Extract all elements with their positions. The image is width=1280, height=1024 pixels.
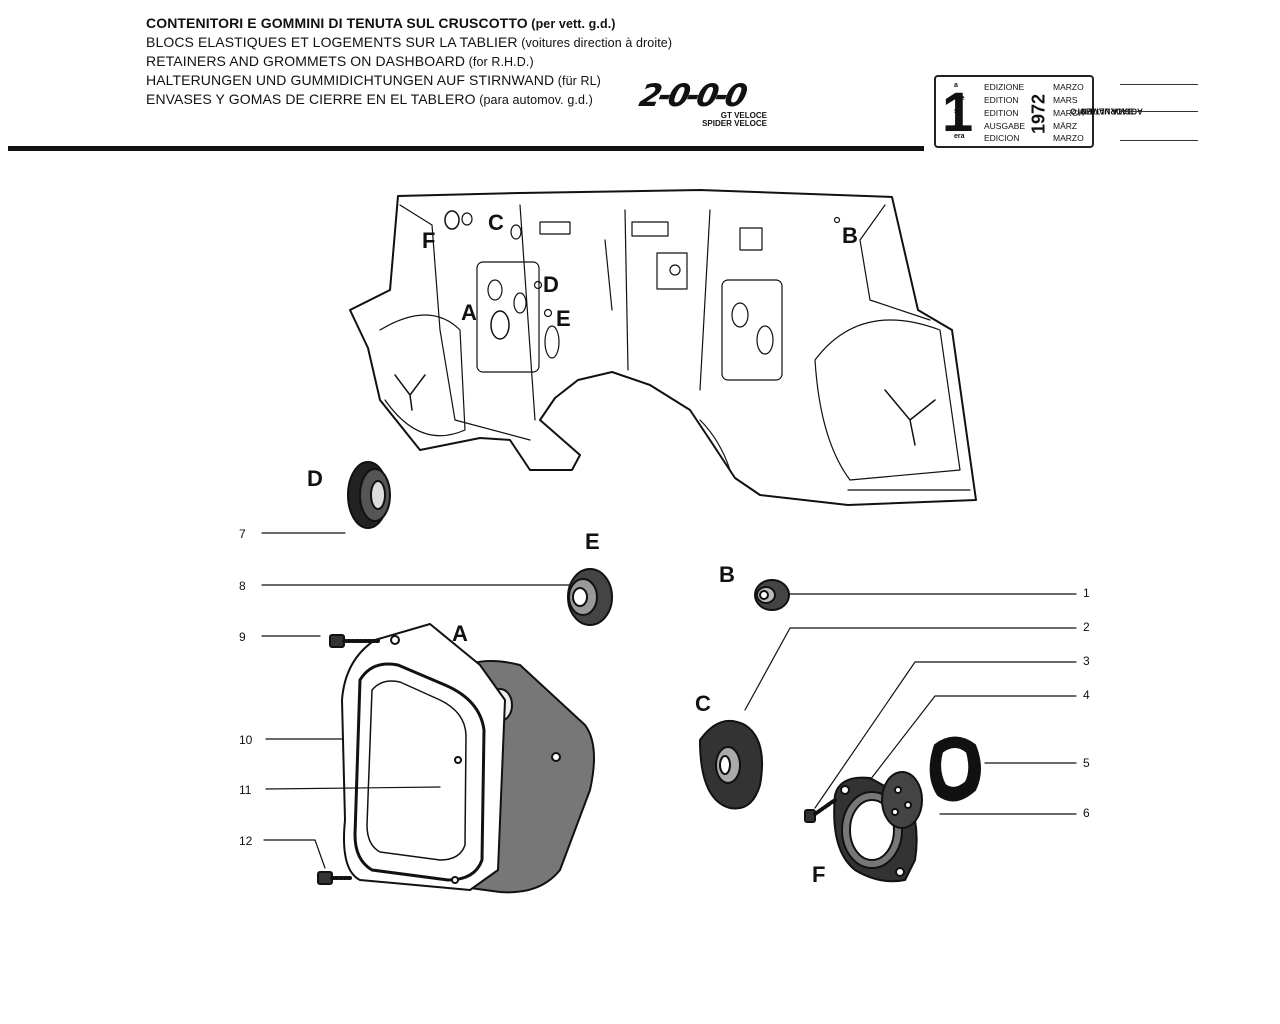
dashboard-inner-edge — [859, 204, 931, 321]
part-number-6: 6 — [1083, 806, 1090, 820]
edition-word: EDITION — [984, 108, 1019, 118]
edition-suffix: ere — [954, 95, 965, 102]
edition-suffix: st — [954, 108, 961, 115]
callout-A-part: A — [452, 621, 468, 646]
edition-word: EDICION — [984, 133, 1020, 143]
callout-D-part: D — [307, 466, 323, 491]
dashboard-fold — [699, 209, 711, 391]
title-line-fr: BLOCS ELASTIQUES ET LOGEMENTS SUR LA TAB… — [146, 34, 673, 50]
panel-slot — [631, 221, 669, 237]
edition-suffix: era — [954, 133, 965, 140]
dashboard-panel — [349, 189, 977, 506]
dashboard-fold — [519, 204, 536, 421]
edition-number: 1 — [942, 80, 974, 143]
update-line — [1120, 140, 1198, 141]
left-footwell — [379, 314, 466, 437]
callout-F-panel: F — [422, 228, 435, 253]
y-mark-left — [394, 374, 426, 411]
callout-A-panel: A — [461, 300, 477, 325]
title-line-de: HALTERUNGEN UND GUMMIDICHTUNGEN AUF STIR… — [146, 72, 601, 88]
update-line — [1120, 111, 1198, 112]
leader-lines — [261, 532, 1077, 869]
callout-C-panel: C — [488, 210, 504, 235]
update-line — [1120, 84, 1198, 85]
part-number-3: 3 — [1083, 654, 1090, 668]
right-footwell — [814, 319, 961, 481]
recess-hole-D2 — [543, 308, 553, 318]
recess-hole — [487, 279, 503, 301]
part-number-12: 12 — [239, 834, 253, 848]
housing-A — [341, 623, 595, 894]
logo-sub-gt: GT VELOCE — [720, 111, 767, 120]
logo-sub-spider: SPIDER VELOCE — [702, 119, 767, 128]
callout-C-part: C — [695, 691, 711, 716]
screw-9 — [329, 634, 380, 648]
title-line-en: RETAINERS AND GROMMETS ON DASHBOARD (for… — [146, 53, 534, 69]
model-logo: 2-0-0-0 GT VELOCE SPIDER VELOCE — [636, 78, 775, 128]
panel-slot — [739, 227, 763, 251]
edition-month: MARCH — [1053, 108, 1085, 118]
grommet-B — [754, 579, 790, 611]
part-number-4: 4 — [1083, 688, 1090, 702]
panel-box-hole — [669, 264, 681, 276]
edition-word: EDITION — [984, 95, 1019, 105]
dashboard-fold — [624, 209, 629, 371]
part-number-2: 2 — [1083, 620, 1090, 634]
part-number-5: 5 — [1083, 756, 1090, 770]
edition-month: MARS — [1053, 95, 1078, 105]
grommet-C — [699, 720, 764, 810]
recess-hole-D — [533, 280, 543, 290]
callout-E-part: E — [585, 529, 600, 554]
hole-B — [833, 216, 841, 224]
recess-hole-E — [544, 325, 560, 359]
callout-B-part: B — [719, 562, 735, 587]
recess-hole — [756, 325, 774, 355]
edition-box: 1 a ere st . era EDIZIONE EDITION EDITIO… — [934, 75, 1094, 148]
grommet-E — [567, 568, 613, 626]
header-rule — [8, 146, 924, 151]
callout-D-panel: D — [543, 272, 559, 297]
title-block: CONTENITORI E GOMMINI DI TENUTA SUL CRUS… — [146, 14, 746, 109]
edition-month: MARZO — [1053, 82, 1084, 92]
callout-B-panel: B — [842, 223, 858, 248]
recess-hole — [513, 292, 527, 314]
edition-month: MARZO — [1053, 133, 1084, 143]
screw-12 — [317, 871, 354, 885]
callout-E-panel: E — [556, 306, 571, 331]
part-number-11: 11 — [239, 783, 252, 797]
part-number-8: 8 — [239, 579, 246, 593]
hole-F2 — [461, 212, 473, 226]
title-line-es: ENVASES Y GOMAS DE CIERRE EN EL TABLERO … — [146, 91, 593, 107]
edition-suffix: . — [954, 121, 956, 128]
y-mark-right — [884, 389, 936, 446]
part-number-1: 1 — [1083, 586, 1090, 600]
cable — [699, 419, 731, 471]
callout-F-part: F — [812, 862, 825, 887]
grommet-D — [347, 461, 391, 529]
panel-slot — [539, 221, 571, 235]
panel-box — [656, 252, 688, 290]
hole-F — [444, 210, 460, 230]
cable — [604, 239, 613, 311]
part-number-7: 7 — [239, 527, 246, 541]
edition-suffix: a — [954, 82, 958, 89]
recess-hole — [731, 302, 749, 328]
right-recess — [721, 279, 783, 381]
edition-word: EDIZIONE — [984, 82, 1025, 92]
grommet-F-assembly — [804, 736, 981, 883]
recess-hole-A — [490, 310, 510, 340]
edition-month: MÄRZ — [1053, 121, 1078, 131]
dashboard-inner-edge — [399, 204, 531, 441]
part-number-9: 9 — [239, 630, 246, 644]
left-recess — [476, 261, 540, 373]
hole-C — [510, 224, 522, 240]
title-line-it: CONTENITORI E GOMMINI DI TENUTA SUL CRUS… — [146, 15, 616, 31]
edition-word: AUSGABE — [984, 121, 1026, 131]
part-number-10: 10 — [239, 733, 253, 747]
